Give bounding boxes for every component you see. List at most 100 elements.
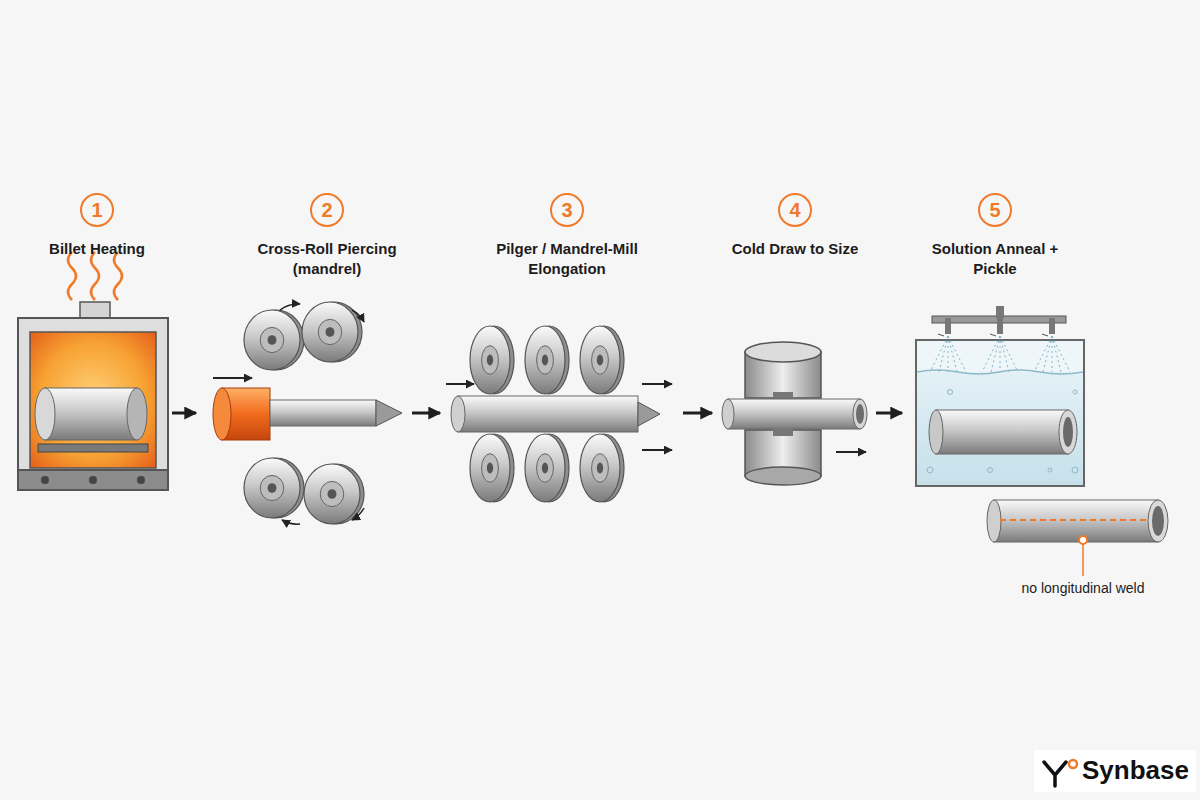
illustration-part bbox=[638, 402, 660, 426]
flow-arrow bbox=[683, 412, 712, 415]
process-step: 4Cold Draw to Size bbox=[712, 193, 876, 513]
logo-text: Synbase bbox=[1082, 755, 1189, 786]
illustration-part bbox=[1082, 544, 1084, 576]
illustration-part bbox=[1072, 467, 1078, 473]
illustration-part bbox=[745, 467, 821, 485]
illustration-part bbox=[91, 252, 99, 300]
illustration-part bbox=[939, 336, 948, 372]
illustration-part bbox=[853, 399, 867, 429]
illustration-part bbox=[260, 475, 284, 500]
illustration-part bbox=[213, 377, 252, 379]
illustration-part bbox=[537, 346, 554, 375]
logo-mark bbox=[1034, 750, 1196, 792]
step-number: 2 bbox=[310, 193, 344, 227]
illustration-part bbox=[1052, 336, 1061, 372]
illustration-part bbox=[722, 399, 734, 429]
step-title: Cross-Roll Piercing (mandrel) bbox=[242, 239, 412, 278]
illustration-part bbox=[927, 467, 933, 473]
illustration-part bbox=[376, 400, 402, 426]
illustration-part bbox=[745, 342, 821, 362]
step-header: 1Billet Heating bbox=[0, 193, 197, 259]
illustration-part bbox=[458, 396, 638, 432]
illustration-part bbox=[948, 336, 949, 372]
illustration-part bbox=[1042, 334, 1048, 336]
illustration-part bbox=[930, 318, 1070, 372]
callout-note: no longitudinal weld bbox=[1022, 580, 1145, 596]
pickling-tank bbox=[916, 306, 1084, 486]
process-step: 5Solution Anneal + Pickle bbox=[902, 193, 1085, 513]
illustration-part bbox=[1052, 336, 1053, 372]
step-header: 2Cross-Roll Piercing (mandrel) bbox=[227, 193, 427, 278]
illustration-part bbox=[89, 476, 97, 484]
illustration-part bbox=[597, 463, 603, 474]
step-number: 1 bbox=[80, 193, 114, 227]
illustration-part bbox=[930, 336, 948, 372]
step-header: 4Cold Draw to Size bbox=[695, 193, 895, 259]
illustration-part bbox=[836, 451, 866, 453]
illustration-part bbox=[982, 336, 1000, 372]
illustration-part bbox=[917, 372, 1083, 485]
flow-arrow bbox=[412, 412, 440, 415]
illustration-part bbox=[270, 400, 376, 426]
piercing-mill bbox=[213, 302, 402, 524]
illustration-part bbox=[592, 346, 609, 375]
illustration-part bbox=[1079, 536, 1087, 544]
illustration-part bbox=[1069, 760, 1077, 768]
illustration-part bbox=[525, 434, 565, 502]
illustration-part bbox=[1048, 468, 1052, 472]
illustration-part bbox=[773, 428, 793, 436]
illustration-part bbox=[1063, 417, 1073, 447]
illustration-part bbox=[470, 434, 510, 502]
illustration-part bbox=[137, 476, 145, 484]
illustration-part bbox=[244, 458, 300, 518]
illustration-part bbox=[537, 454, 554, 483]
illustration-part bbox=[487, 463, 493, 474]
illustration-part bbox=[1043, 336, 1052, 372]
step-title: Cold Draw to Size bbox=[732, 239, 859, 259]
illustration-part bbox=[482, 346, 499, 375]
illustration-part bbox=[1152, 506, 1164, 536]
illustration-part bbox=[127, 388, 147, 440]
illustration-part bbox=[948, 390, 953, 395]
illustration-part bbox=[542, 463, 548, 474]
illustration-part bbox=[938, 334, 944, 336]
illustration-part bbox=[929, 410, 943, 454]
illustration-part bbox=[1034, 336, 1052, 372]
illustration-part bbox=[268, 335, 277, 345]
illustration-part bbox=[1044, 762, 1066, 786]
illustration-part bbox=[642, 449, 672, 451]
illustration-part bbox=[580, 326, 620, 394]
process-step: 2Cross-Roll Piercing (mandrel) bbox=[196, 193, 412, 513]
illustration-part bbox=[1052, 336, 1070, 372]
illustration-part bbox=[282, 520, 300, 524]
illustration-part bbox=[994, 500, 1158, 542]
illustration-part bbox=[1073, 390, 1077, 394]
illustration-part bbox=[68, 252, 76, 300]
illustration-part bbox=[1000, 336, 1001, 372]
step-title: Solution Anneal + Pickle bbox=[925, 239, 1065, 278]
illustration-part bbox=[35, 388, 55, 440]
illustration-part bbox=[542, 355, 548, 366]
illustration-part bbox=[326, 327, 335, 337]
illustration-part bbox=[1034, 750, 1196, 792]
illustration-part bbox=[114, 252, 122, 300]
illustration-part bbox=[38, 444, 148, 452]
illustration-part bbox=[213, 388, 231, 440]
illustration-part bbox=[945, 318, 951, 334]
illustration-part bbox=[244, 310, 300, 370]
illustration-part bbox=[1059, 410, 1077, 454]
illustration-part bbox=[1000, 519, 1148, 521]
illustration-part bbox=[280, 304, 300, 310]
illustration-part bbox=[320, 481, 344, 506]
flow-arrow bbox=[172, 412, 196, 415]
illustration-part bbox=[352, 508, 364, 520]
illustration-part bbox=[18, 470, 168, 490]
illustration-part bbox=[997, 318, 1003, 334]
illustration-part bbox=[482, 454, 499, 483]
illustration-part bbox=[936, 410, 1068, 454]
finished-pipe bbox=[987, 500, 1168, 576]
step-number: 3 bbox=[550, 193, 584, 227]
